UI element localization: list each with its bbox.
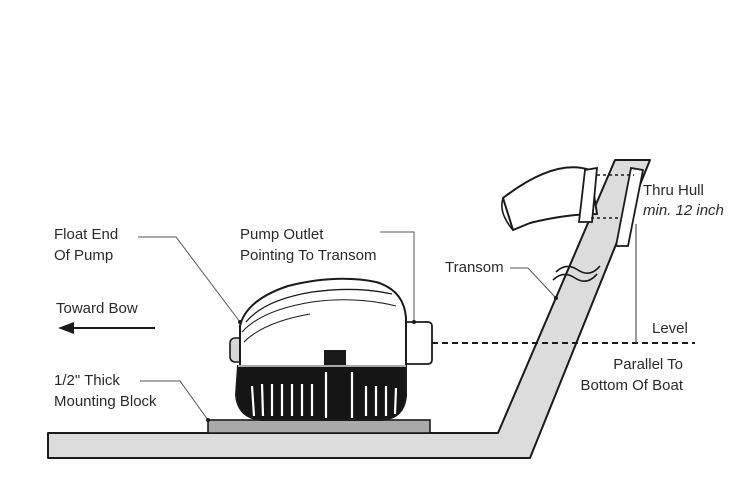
- thru-hull-fitting: [577, 166, 645, 247]
- label-toward-bow: Toward Bow: [56, 300, 138, 317]
- label-pump-outlet-line1: Pump Outlet: [240, 226, 324, 243]
- label-float-end-line2: Of Pump: [54, 247, 114, 264]
- label-transom: Transom: [445, 259, 504, 276]
- transom-break-marks: [552, 265, 601, 282]
- label-pump-outlet-line2: Pointing To Transom: [240, 247, 377, 264]
- label-min-height: min. 12 inch: [643, 202, 724, 219]
- toward-bow-arrow: [58, 322, 155, 334]
- label-parallel-line2: Bottom Of Boat: [580, 377, 683, 394]
- label-level: Level: [652, 320, 688, 337]
- pump-strainer-base: [234, 365, 407, 421]
- label-thru-hull: Thru Hull: [643, 182, 704, 199]
- label-mounting-block-line2: Mounting Block: [54, 393, 157, 410]
- leader-float-end: [138, 236, 241, 323]
- pump-outlet: [403, 321, 433, 365]
- bilge-pump: [229, 277, 433, 421]
- label-mounting-block-line1: 1/2" Thick: [54, 372, 120, 389]
- discharge-hose: [502, 166, 598, 231]
- leader-pump-outlet: [380, 231, 415, 322]
- boat-hull: [47, 159, 651, 459]
- label-parallel-line1: Parallel To: [613, 356, 683, 373]
- mounting-block: [207, 419, 431, 434]
- label-float-end-line1: Float End: [54, 226, 119, 243]
- leader-transom: [510, 267, 557, 299]
- leader-mounting-block: [140, 380, 209, 421]
